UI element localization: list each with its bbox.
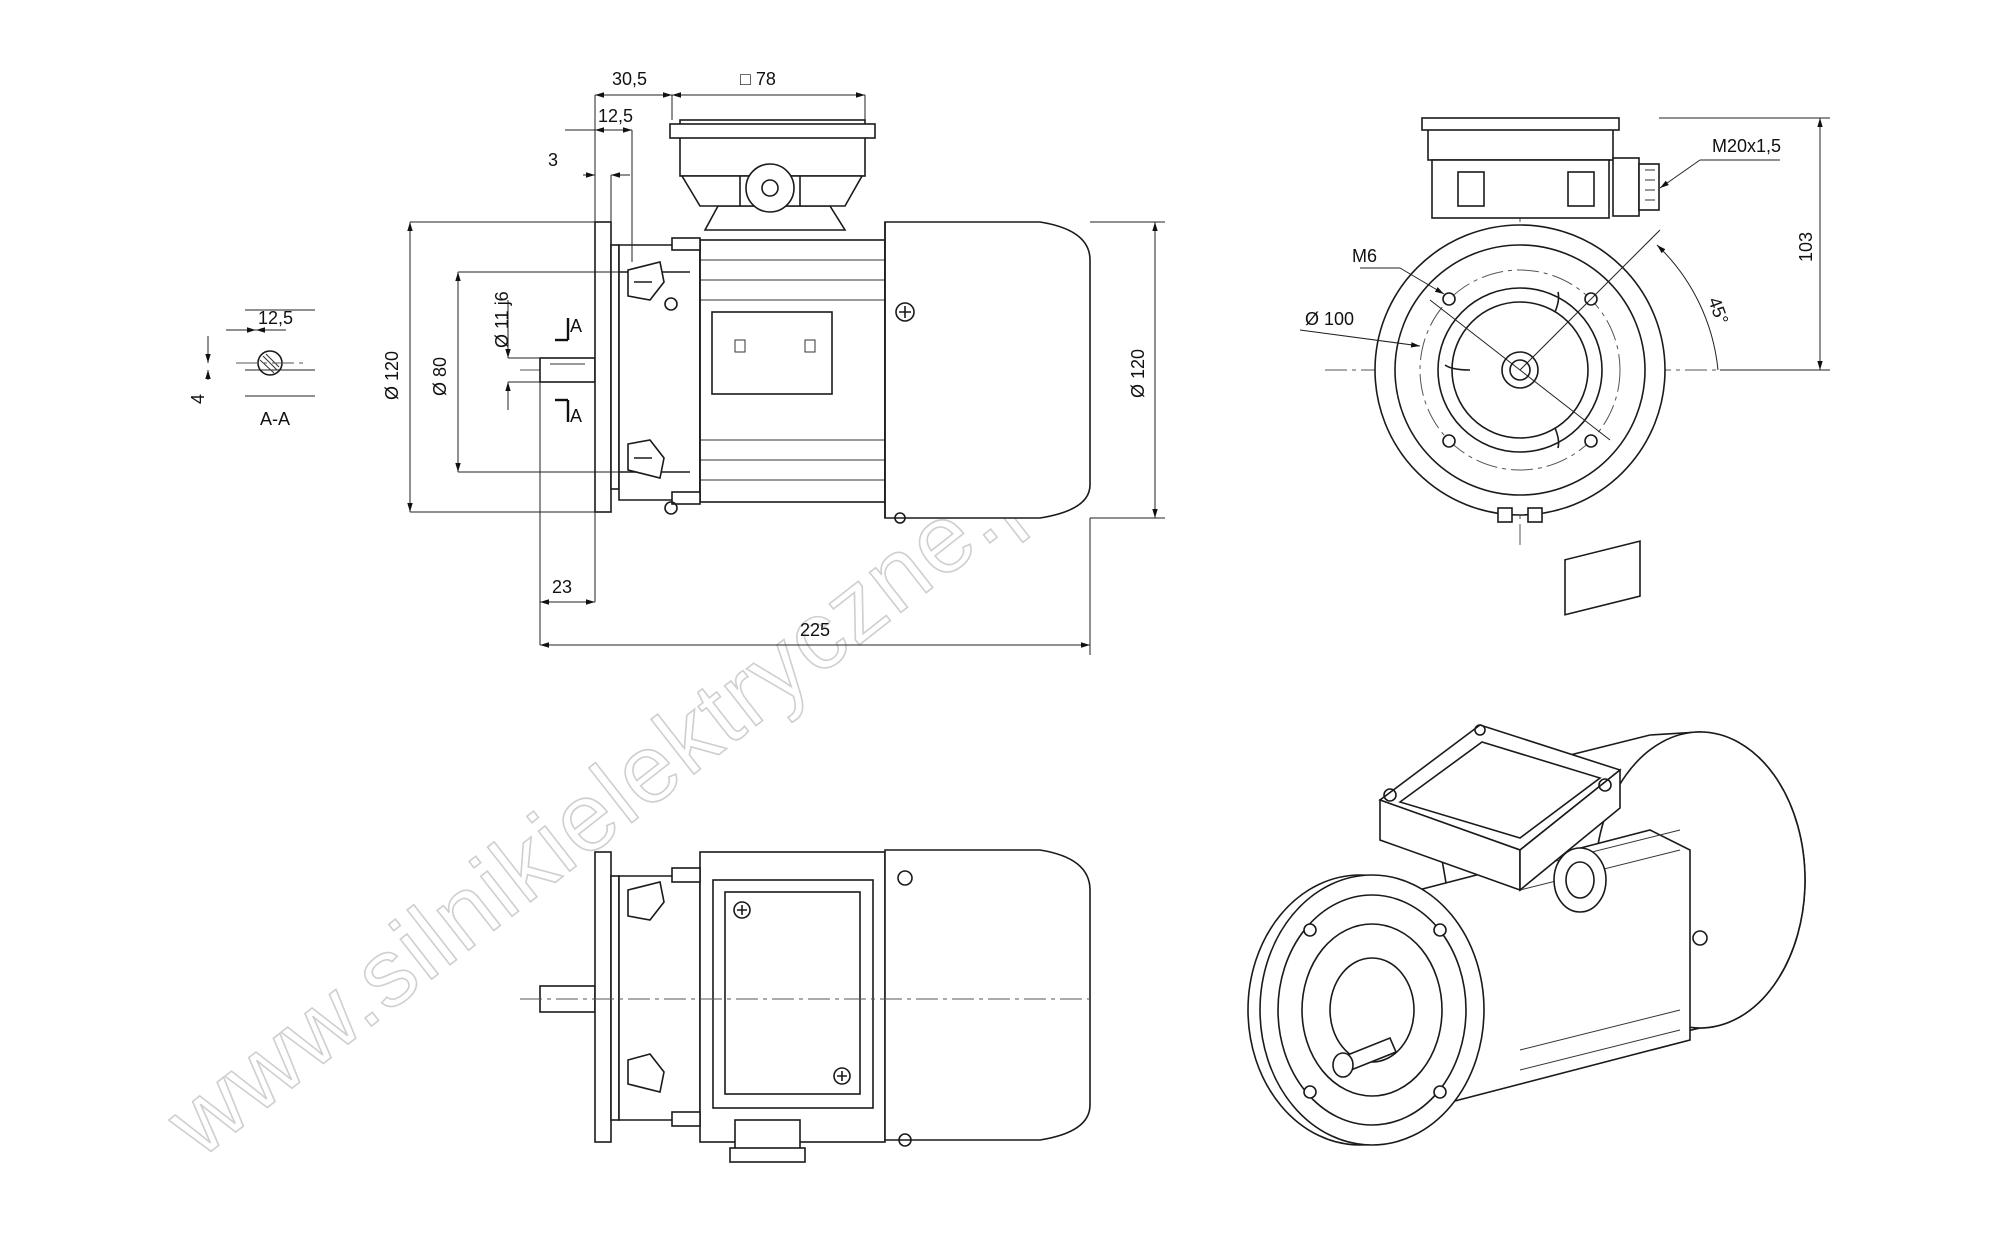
cable-gland-thread: M20x1,5 [1712, 136, 1781, 156]
top-view [520, 849, 1091, 1163]
section-a-a-view: 12,5 4 A-A [188, 308, 315, 429]
dim-flange-offset: 30,5 [612, 69, 647, 89]
angle-label: 45° [1704, 295, 1732, 327]
dim-key-width: 12,5 [598, 106, 633, 126]
section-marker-top: A [570, 316, 582, 336]
dim-spigot-diameter: Ø 80 [430, 357, 450, 396]
dim-housing-diameter: Ø 120 [1128, 349, 1148, 398]
dim-shaft-length: 23 [552, 577, 572, 597]
section-title: A-A [260, 409, 290, 429]
dim-flange-diameter: Ø 120 [382, 351, 402, 400]
dim-height-to-axis: 103 [1796, 232, 1816, 262]
side-view: 30,5 □ 78 12,5 3 Ø 120 Ø 80 Ø 11 j6 A A [382, 69, 1165, 655]
isometric-view [1247, 540, 1806, 1146]
dim-flange-thickness: 3 [548, 150, 558, 170]
dim-overall-length: 225 [800, 620, 830, 640]
section-key-width-label: 12,5 [258, 308, 293, 328]
dim-shaft-diameter: Ø 11 j6 [492, 291, 512, 348]
bolt-thread-label: M6 [1352, 246, 1377, 266]
bolt-circle-label: Ø 100 [1305, 309, 1354, 329]
section-marker-bottom: A [570, 406, 582, 426]
section-key-height-label: 4 [188, 394, 208, 404]
dim-terminal-box: □ 78 [740, 69, 776, 89]
front-view: 103 M20x1,5 M6 Ø 100 45° [1299, 117, 1830, 545]
